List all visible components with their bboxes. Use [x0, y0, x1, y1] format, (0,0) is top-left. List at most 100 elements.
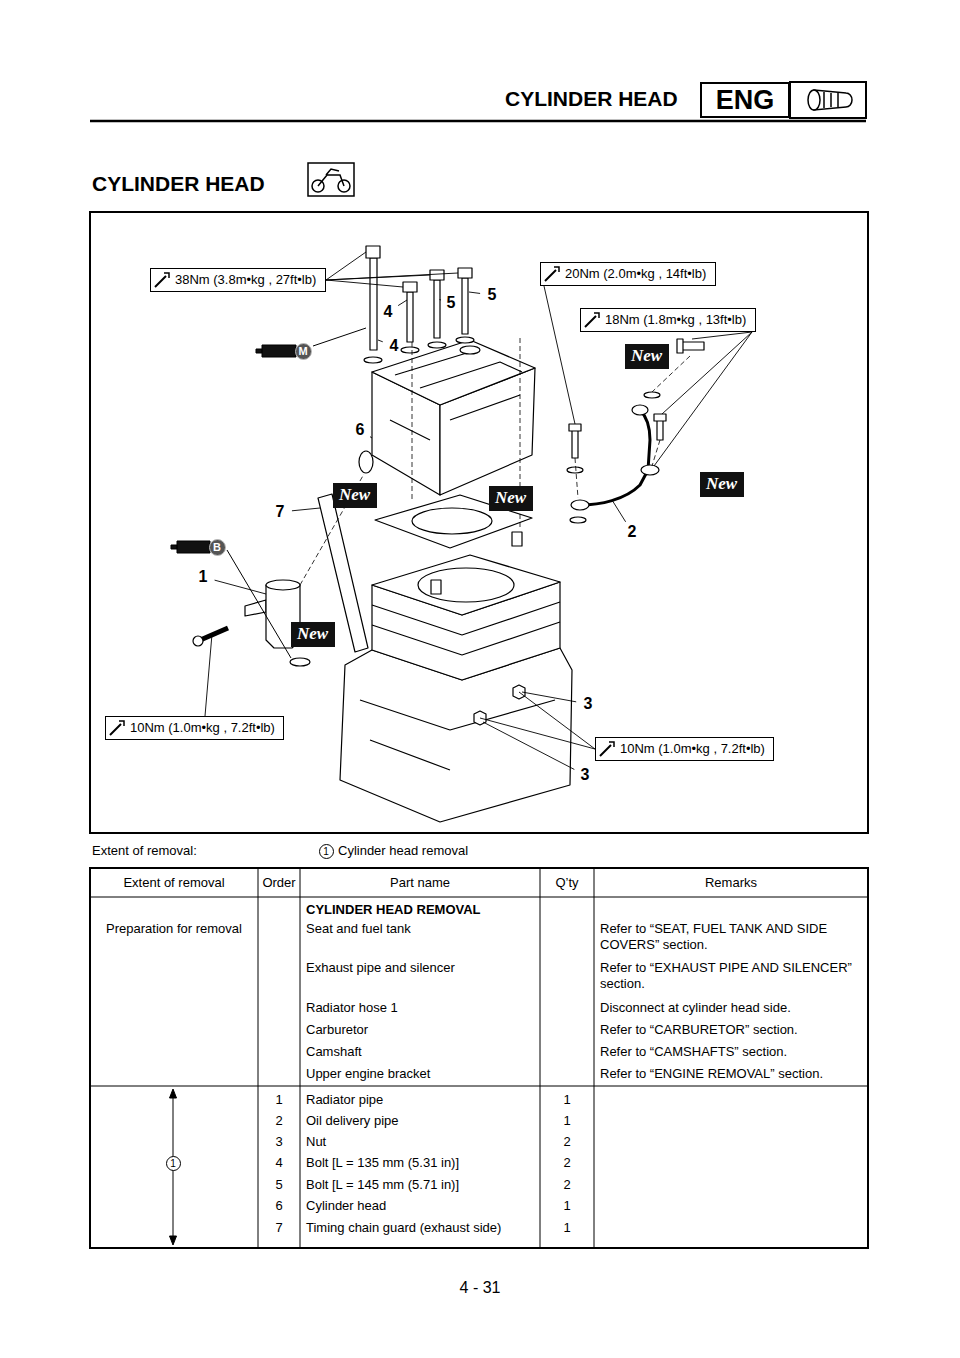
leader-line [662, 332, 752, 414]
engine-drawing [370, 258, 377, 350]
torque-wrench-icon [542, 264, 562, 284]
torque-wrench-icon [107, 718, 127, 738]
running-header: CYLINDER HEAD [505, 86, 678, 112]
page-frame [90, 120, 866, 123]
table-grid [90, 897, 868, 898]
engine-drawing [654, 414, 666, 421]
table-cell: 4 [258, 1155, 300, 1171]
torque-spec-box: 10Nm (1.0m•kg , 7.2ft•lb) [595, 737, 774, 761]
callout-number: 6 [351, 421, 369, 439]
table-cell: Radiator pipe [306, 1092, 538, 1108]
table-header-cell: Extent of removal [90, 875, 258, 891]
engine-drawing [407, 292, 413, 342]
callout-number: 3 [579, 695, 597, 713]
table-header-cell: Remarks [594, 875, 868, 891]
extent-arrow [170, 1089, 177, 1098]
engine-drawing [290, 658, 310, 666]
callout-number: 3 [576, 766, 594, 784]
engine-drawing [458, 268, 472, 278]
table-cell: 6 [258, 1198, 300, 1214]
header-icon [808, 90, 820, 110]
callout-number: 5 [442, 294, 460, 312]
table-cell: 5 [258, 1177, 300, 1193]
leader-line [398, 300, 407, 306]
table-header-cell: Order [258, 875, 300, 891]
callout-number: 1 [194, 568, 212, 586]
engine-drawing [456, 337, 474, 343]
table-cell: Disconnect at cylinder head side. [600, 1000, 862, 1016]
engine-drawing [677, 339, 683, 353]
assembly-dash-lines [412, 342, 413, 500]
engine-drawing [401, 347, 419, 353]
table-cell: Bolt [L = 145 mm (5.71 in)] [306, 1177, 538, 1193]
engine-drawing [641, 465, 659, 475]
engine-drawing [682, 342, 704, 350]
node-text: 10Nm (1.0m•kg , 7.2ft•lb) [130, 717, 275, 739]
table-cell: 1 [540, 1220, 594, 1236]
leader-line [483, 722, 574, 769]
torque-wrench-icon [582, 310, 602, 330]
table-grid [90, 1086, 868, 1087]
table-cell: CYLINDER HEAD REMOVAL [306, 902, 538, 918]
callout-number: 7 [271, 503, 289, 521]
table-cell: Cylinder head [306, 1198, 538, 1214]
table-cell: 1 [540, 1198, 594, 1214]
page-frame [90, 212, 868, 833]
node-text: New [339, 483, 370, 507]
table-cell: Bolt [L = 135 mm (5.31 in)] [306, 1155, 538, 1171]
lubricant-symbols [171, 541, 210, 553]
node-text: New [297, 622, 328, 646]
leader-line [326, 273, 458, 280]
new-part-badge: New [291, 622, 335, 647]
engine-drawing [434, 280, 440, 338]
callout-number: 4 [385, 337, 403, 355]
assembly-dash-lines [300, 338, 690, 585]
engine-drawing [512, 532, 522, 546]
table-cell: 2 [540, 1177, 594, 1193]
engine-drawing [632, 405, 648, 415]
leader-line [326, 252, 366, 280]
torque-wrench-icon [554, 267, 559, 272]
engine-drawing [462, 278, 468, 334]
callout-number: 2 [623, 523, 641, 541]
engine-drawing [657, 420, 663, 440]
leader-line [205, 634, 212, 716]
table-cell: Nut [306, 1134, 538, 1150]
torque-spec-box: 38Nm (3.8m•kg , 27ft•lb) [150, 268, 326, 292]
new-part-badge: New [625, 344, 669, 369]
engine-drawing [403, 282, 417, 292]
header-icon [824, 92, 838, 108]
node-text: 20Nm (2.0m•kg , 14ft•lb) [565, 263, 706, 285]
table-cell: Refer to “ENGINE REMOVAL” section. [600, 1066, 862, 1082]
new-part-badge: New [489, 486, 533, 511]
engine-drawing [372, 602, 560, 655]
section-title: CYLINDER HEAD [92, 171, 265, 197]
assembly-dash-lines [575, 458, 578, 498]
table-cell: 2 [258, 1113, 300, 1129]
leader-line [370, 437, 372, 438]
torque-wrench-icon [597, 739, 617, 759]
engine-drawing [567, 467, 583, 473]
engine-drawing [430, 270, 444, 280]
leader-line [544, 286, 575, 424]
node-text: ENG [716, 84, 775, 116]
extent-marker: 1 [166, 1156, 181, 1171]
torque-spec-box: 20Nm (2.0m•kg , 14ft•lb) [540, 262, 716, 286]
engine-drawing [418, 568, 514, 602]
leader-line [292, 508, 320, 511]
header-icon [790, 82, 866, 118]
torque-wrench-icon [585, 316, 596, 327]
engine-drawing [571, 500, 589, 510]
node-text: New [706, 472, 737, 496]
table-grid [258, 868, 259, 1248]
torque-wrench-icon [600, 745, 611, 756]
node-text: New [631, 344, 662, 368]
lubricant-letter: M [295, 343, 312, 360]
engine-drawing [364, 357, 382, 363]
table-grid [594, 868, 595, 1248]
page-frame [90, 121, 868, 833]
new-part-badge: New [333, 483, 377, 508]
table-cell: Preparation for removal [92, 921, 256, 937]
extent-note: Cylinder head removal [338, 843, 468, 859]
